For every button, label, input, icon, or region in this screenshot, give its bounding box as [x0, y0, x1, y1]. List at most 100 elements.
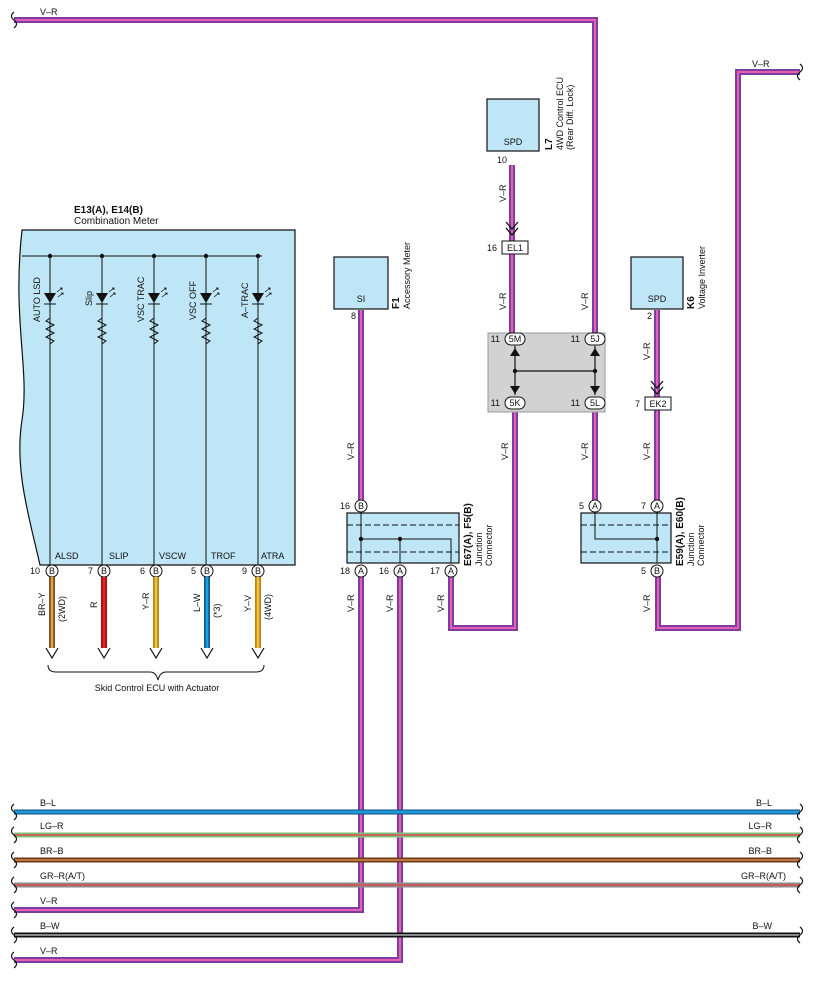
jb-pin-label: 5L: [590, 398, 600, 408]
ecu-4wd: SPD 10 L7 4WD Control ECU (Rear Diff. Lo…: [486, 77, 575, 310]
jb-pin-num: 11: [571, 398, 580, 408]
bus-label-right: B–L: [756, 798, 772, 808]
jb-pin-label: 5J: [590, 334, 600, 344]
jc-left-id: E67(A), F5(B): [463, 503, 474, 566]
bus-label-left: V–R: [40, 946, 58, 956]
pin-number: 7: [88, 566, 93, 576]
combination-meter: E13(A), E14(B) Combination Meter: [18, 205, 296, 566]
indicator-label: VSC OFF: [188, 280, 198, 320]
inverter-spd-terminal: SPD: [648, 294, 667, 304]
jb-pin: [584, 396, 606, 410]
indicator-column: A–TRAC ATRA B 9 Y–V (4WD): [240, 253, 284, 660]
terminal-label: SLIP: [109, 551, 129, 561]
wire-label: V–R: [346, 594, 356, 612]
top-bus-label: V–R: [40, 7, 58, 17]
bus-label-left: GR–R(A/T): [40, 871, 85, 881]
pin-number: 10: [30, 566, 40, 576]
el1-connector: [501, 240, 529, 255]
wire-note: (*3): [212, 603, 222, 618]
ecu-brace: [47, 664, 265, 681]
pin-number: 5: [641, 566, 646, 576]
pin-conn: B: [49, 566, 55, 576]
jc-right-name2: Connector: [696, 524, 706, 566]
l7-name2: (Rear Diff. Lock): [565, 85, 575, 150]
accessory-meter-box: [333, 256, 389, 310]
jb-pin-label: 5M: [509, 334, 522, 344]
f1-name: Accessory Meter: [402, 242, 412, 309]
wire-label: V–R: [580, 442, 590, 460]
wire-note: (4WD): [263, 594, 273, 620]
pin-conn: A: [358, 566, 364, 576]
jb-pin: [504, 332, 526, 346]
wire-label: V–R: [498, 184, 508, 202]
wire-label: V–R: [642, 342, 652, 360]
pin-circle: [588, 499, 602, 513]
indicator-label: AUTO LSD: [32, 277, 42, 322]
pin-conn: B: [255, 566, 261, 576]
indicator-column: AUTO LSD ALSD B 10 BR–Y (2WD): [30, 253, 79, 660]
junction-block: 5M 5J 5K 5L 11 11 11 11 V–R V–R V–R: [487, 292, 606, 460]
pin-circle: [444, 564, 458, 578]
jc-left-top-pin: 16: [340, 501, 350, 511]
bottom-buses: [14, 809, 800, 938]
jc-right: A A 5 7 B 5 E59(A), E60(B) Junction Conn…: [579, 497, 706, 612]
indicator-label: Slip: [84, 291, 94, 306]
wire-label: V–R: [642, 594, 652, 612]
bus-label-right: B–W: [752, 921, 772, 931]
pin-circle: [393, 564, 407, 578]
bus-label-left: B–L: [40, 798, 56, 808]
pin-number: 5: [191, 566, 196, 576]
wire-label: Y–R: [141, 592, 151, 610]
jb-pin: [584, 332, 606, 346]
pin-circle: [354, 499, 368, 513]
accessory-meter: SI 8 F1 Accessory Meter V–R: [333, 242, 412, 460]
bus-labels-left: B–L LG–R BR–B GR–R(A/T) V–R B–W V–R: [40, 798, 85, 956]
ecu-4wd-box: [486, 98, 540, 152]
pin-circle: [354, 564, 368, 578]
pin-conn: B: [654, 566, 660, 576]
indicator-column: Slip SLIP B 7 R: [84, 253, 129, 660]
pin-conn: B: [153, 566, 159, 576]
terminal-label: ATRA: [261, 551, 284, 561]
wire-label: V–R: [642, 442, 652, 460]
terminal-label: TROF: [211, 551, 236, 561]
indicator-column: VSC TRAC VSCW B 6 Y–R: [136, 253, 187, 660]
si-terminal: SI: [357, 294, 366, 304]
l7-id: L7: [544, 138, 555, 150]
voltage-inverter-box: [630, 256, 684, 310]
jc-right-name1: Junction: [686, 532, 696, 566]
pin-conn: A: [654, 501, 660, 511]
wire-note: (2WD): [57, 596, 67, 622]
jb-pin-num: 11: [491, 398, 500, 408]
ek2-connector: [644, 396, 672, 411]
wire-label: V–R: [580, 292, 590, 310]
bus-label-left: LG–R: [40, 821, 64, 831]
inverter-spd-pin: 2: [647, 311, 652, 321]
wire-label: L–W: [192, 593, 202, 612]
wire-label: BR–Y: [37, 592, 47, 616]
jc-left-top-conn: B: [358, 501, 364, 511]
pin-circle: [650, 564, 664, 578]
wire-label: V–R: [500, 442, 510, 460]
bus-label-right: BR–B: [748, 846, 772, 856]
line-breaks: [10, 11, 804, 969]
skid-control-label: Skid Control ECU with Actuator: [95, 683, 220, 693]
el1-pin: 16: [487, 243, 497, 253]
pin-number: 7: [641, 501, 646, 511]
wire-label: V–R: [498, 292, 508, 310]
jc-left-box: [346, 512, 460, 564]
pin-conn: A: [448, 566, 454, 576]
si-wire-label: V–R: [346, 442, 356, 460]
pin-conn: A: [592, 501, 598, 511]
bus-labels-right: B–L LG–R BR–B GR–R(A/T) B–W: [741, 798, 786, 931]
wire-label: V–R: [385, 594, 395, 612]
k6-name: Voltage Inverter: [697, 246, 707, 309]
bus-label-right: GR–R(A/T): [741, 871, 786, 881]
jc-left: B 16 A A A 18 16 17 E67(A), F5(B) Juncti…: [340, 499, 494, 612]
ecu-spd-pin: 10: [497, 155, 507, 165]
jb-pin-label: 5K: [509, 398, 520, 408]
combo-meter-id: E13(A), E14(B): [74, 205, 143, 216]
jb-pin-num: 11: [491, 334, 500, 344]
indicator-column: VSC OFF TROF B 5 L–W (*3): [188, 253, 236, 660]
